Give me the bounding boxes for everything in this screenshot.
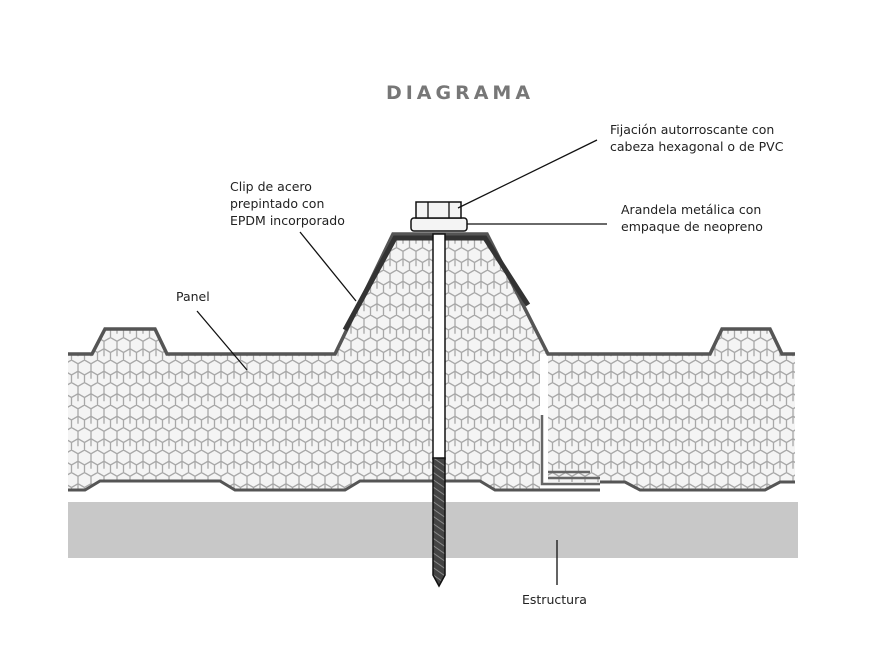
label-clip-line2: prepintado con [230,196,325,211]
screw-thread [432,457,446,588]
label-structure: Estructura [522,592,587,607]
joint-hook [540,415,600,486]
washer [410,217,468,232]
panel-left [68,234,548,490]
screw-shank [432,233,446,460]
label-panel: Panel [176,289,210,304]
label-washer-line2: empaque de neopreno [621,219,763,234]
label-clip-line1: Clip de acero [230,179,312,194]
leader-lines [196,139,607,585]
label-washer-line1: Arandela metálica con [621,202,762,217]
panel-right [548,329,795,490]
diagram-title: DIAGRAMA [385,82,535,104]
label-fixing: Fijación autorroscante con cabeza hexagon… [610,121,783,155]
label-washer: Arandela metálica con empaque de neopreno [621,201,763,235]
label-fixing-line1: Fijación autorroscante con [610,122,775,137]
label-clip-line3: EPDM incorporado [230,213,345,228]
hex-head [415,201,462,219]
label-fixing-line2: cabeza hexagonal o de PVC [610,139,784,154]
